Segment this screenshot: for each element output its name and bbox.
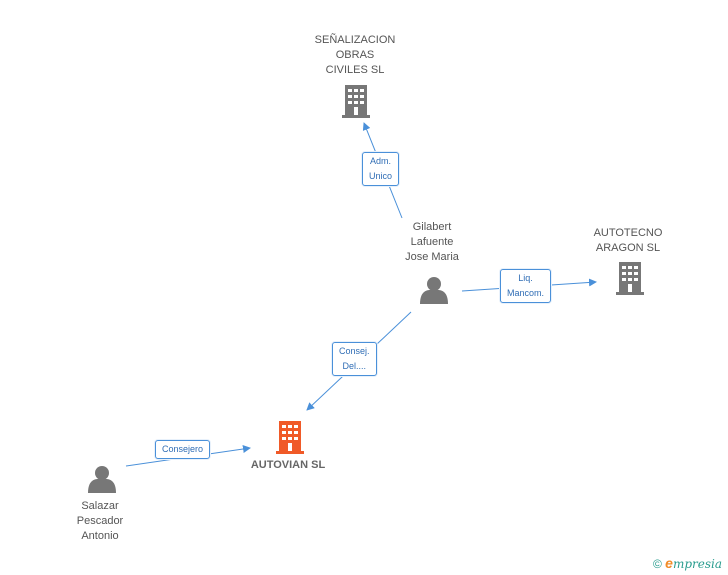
building-icon[interactable] — [342, 85, 370, 118]
brand-logo-initial: e — [665, 555, 673, 571]
label-line: Salazar — [81, 500, 119, 512]
copyright-icon: © — [652, 557, 662, 571]
label-line: Lafuente — [410, 236, 454, 248]
edge-label-line: Consejero — [162, 444, 204, 454]
brand-logo-text: mpresia — [672, 557, 722, 571]
edge-label-consej: Consej. Del.... — [332, 342, 377, 376]
edge-label-liq: Liq. Mancom. — [500, 269, 552, 303]
label-line: Jose Maria — [405, 251, 459, 263]
company-label-senalizacion[interactable]: SEÑALIZACION OBRAS CIVILES SL — [300, 33, 410, 78]
person-icon[interactable] — [420, 277, 448, 304]
brand-footer: © empresia — [653, 555, 722, 571]
label-line: Gilabert — [412, 221, 452, 233]
edge-label-adm: Adm. Unico — [362, 152, 400, 186]
person-icon[interactable] — [88, 466, 116, 493]
person-label-gilabert[interactable]: Gilabert Lafuente Jose Maria — [382, 220, 482, 265]
edge-label-line: Del.... — [342, 361, 367, 371]
edge-label-line: Mancom. — [507, 288, 545, 298]
company-label-autovian[interactable]: AUTOVIAN SL — [238, 458, 338, 473]
edge-label-line: Liq. — [518, 273, 533, 283]
label-line: SEÑALIZACION — [314, 34, 396, 46]
label-line: Antonio — [81, 530, 119, 542]
label-line: Pescador — [76, 515, 124, 527]
person-label-salazar[interactable]: Salazar Pescador Antonio — [50, 499, 150, 544]
company-label-autotecno[interactable]: AUTOTECNO ARAGON SL — [578, 226, 678, 256]
label-line: AUTOVIAN SL — [250, 459, 326, 471]
label-line: CIVILES SL — [325, 64, 385, 76]
edge-label-consejero: Consejero — [155, 440, 211, 459]
building-icon[interactable] — [616, 262, 644, 295]
main-building-icon[interactable] — [276, 421, 304, 454]
label-line: ARAGON SL — [595, 242, 661, 254]
label-line: AUTOTECNO — [593, 227, 663, 239]
edge-label-line: Adm. — [370, 156, 392, 166]
edge-label-line: Unico — [369, 171, 393, 181]
edge-label-line: Consej. — [339, 346, 370, 356]
label-line: OBRAS — [335, 49, 375, 61]
